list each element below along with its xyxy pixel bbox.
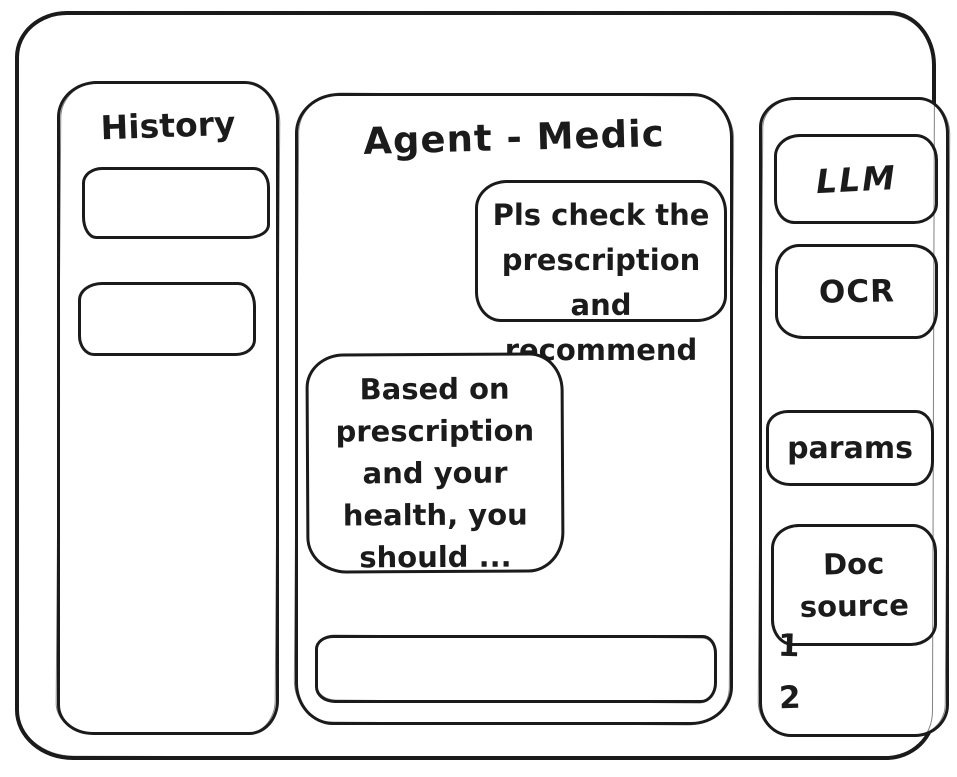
params-button-label: params bbox=[787, 430, 913, 466]
history-item[interactable] bbox=[82, 167, 270, 239]
llm-button-label: LLM bbox=[814, 157, 898, 201]
doc-source-button[interactable]: Doc source bbox=[771, 524, 937, 646]
user-message-bubble: Pls check the prescription and recommend bbox=[475, 180, 727, 367]
doc-source-button-label: Doc source bbox=[799, 546, 910, 624]
params-button[interactable]: params bbox=[766, 410, 934, 486]
history-panel: History bbox=[57, 81, 279, 735]
assistant-message-bubble: Based on prescription and your health, y… bbox=[305, 352, 565, 574]
doc-source-note-1: 1 bbox=[777, 627, 801, 665]
chat-input[interactable] bbox=[315, 635, 717, 703]
doc-source-note-2: 2 bbox=[778, 679, 802, 717]
tools-panel: LLM OCR params Doc source 1 2 bbox=[759, 97, 949, 737]
chat-title: Agent - Medic bbox=[362, 112, 666, 163]
history-item[interactable] bbox=[78, 282, 256, 356]
app-frame: History Agent - Medic Pls check the pres… bbox=[15, 11, 949, 760]
ocr-button[interactable]: OCR bbox=[775, 244, 938, 339]
chat-panel: Agent - Medic Pls check the prescription… bbox=[295, 93, 733, 725]
ocr-button-label: OCR bbox=[818, 272, 895, 311]
history-title: History bbox=[99, 103, 237, 148]
llm-button[interactable]: LLM bbox=[774, 134, 938, 224]
